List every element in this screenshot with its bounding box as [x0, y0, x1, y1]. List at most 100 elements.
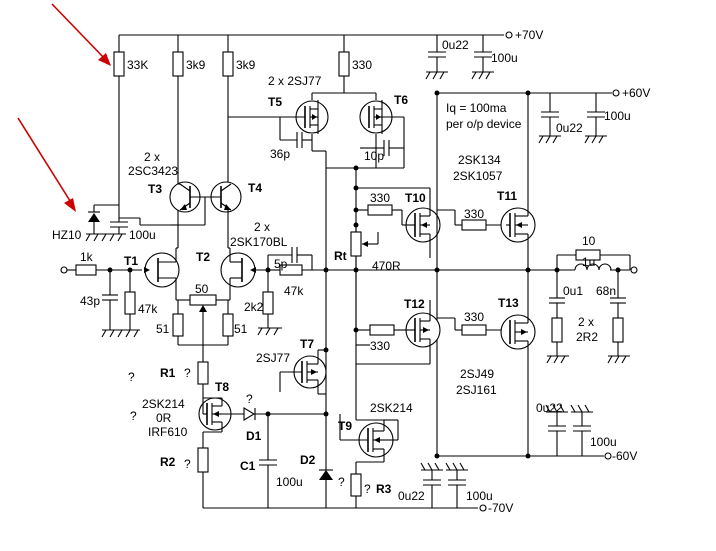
resistor-r3 — [350, 462, 362, 508]
resistor-51-b — [222, 300, 234, 345]
label-t8: T8 — [215, 380, 229, 394]
label-5p: 5p — [274, 257, 288, 271]
label-51-b: 51 — [234, 322, 248, 336]
label-minus-60: -60V — [612, 449, 637, 463]
zener-hz10 — [88, 204, 119, 234]
label-t1: T1 — [124, 254, 138, 268]
label-pot-50: 50 — [195, 282, 209, 296]
label-10-output: 10 — [582, 234, 596, 248]
label-t12-t13-part-2: 2SJ161 — [456, 383, 497, 397]
cap-68n-zobel — [607, 270, 630, 364]
cap-0u22-m70 — [420, 462, 443, 508]
label-t8-part-3: IRF610 — [148, 425, 188, 439]
label-330-t11: 330 — [464, 207, 484, 221]
label-330-t13: 330 — [464, 310, 484, 324]
pot-50 — [176, 294, 230, 345]
label-iq-2: per o/p device — [446, 117, 522, 131]
cap-100u-m60 — [570, 404, 593, 456]
resistor-r2 — [197, 432, 209, 508]
gnd-input — [101, 318, 140, 338]
label-zobel-1: 2 x — [578, 315, 594, 329]
label-r2-unknown: ? — [184, 457, 191, 471]
label-r2: R2 — [160, 455, 176, 469]
label-hz10: HZ10 — [52, 228, 82, 242]
label-r3: R3 — [376, 482, 392, 496]
label-1u: 1u — [582, 255, 595, 269]
mosfet-t10 — [356, 187, 441, 258]
label-47k-input: 47k — [138, 302, 158, 316]
annotation-arrow-top — [51, 3, 111, 66]
cap-c1 — [259, 414, 277, 508]
label-0u22-m60: 0u22 — [536, 401, 563, 415]
input-line — [60, 264, 142, 276]
label-t2: T2 — [196, 250, 210, 264]
label-t1-t2-part-2: 2SK170BL — [230, 235, 288, 249]
label-33k: 33K — [127, 58, 148, 72]
label-t8-unknown: ? — [130, 409, 137, 423]
gnd-zener — [85, 233, 126, 242]
pot-rt — [350, 225, 379, 330]
label-plus-70: +70V — [515, 28, 543, 42]
label-t10-t11-part-2: 2SK1057 — [453, 169, 503, 183]
label-d1-unknown: ? — [246, 392, 253, 406]
mosfet-t12 — [356, 300, 441, 365]
cap-36p — [280, 132, 312, 148]
label-36p: 36p — [270, 147, 290, 161]
resistor-r1 — [197, 361, 209, 398]
label-100u-m60: 100u — [590, 435, 617, 449]
resistor-51-a — [172, 300, 184, 345]
cap-0u22-60 — [538, 93, 561, 144]
label-t10-t11-part-1: 2SK134 — [458, 153, 501, 167]
label-51-a: 51 — [156, 322, 170, 336]
label-0u1: 0u1 — [563, 284, 583, 298]
label-1k: 1k — [80, 250, 94, 264]
rail-minus-60 — [437, 452, 612, 460]
label-0u22-top: 0u22 — [442, 38, 469, 52]
label-zobel-2: 2R2 — [576, 330, 598, 344]
label-3k9-a: 3k9 — [186, 58, 206, 72]
mosfet-t7 — [279, 349, 327, 395]
label-0u22-60: 0u22 — [556, 121, 583, 135]
label-c1: C1 — [240, 459, 256, 473]
label-t12-t13-part-1: 2SJ49 — [460, 367, 494, 381]
mosfet-t6 — [359, 100, 405, 168]
cap-100u-top — [471, 35, 494, 80]
label-t7: T7 — [300, 337, 314, 351]
mosfet-t13 — [437, 270, 536, 456]
inductor-1u — [557, 263, 612, 271]
label-t3-t4-part-2: 2SC3423 — [128, 164, 178, 178]
label-t13: T13 — [498, 296, 519, 310]
rail-minus-70 — [203, 504, 487, 512]
label-t3: T3 — [148, 182, 162, 196]
cap-100u-m70 — [445, 462, 468, 508]
label-t7-part: 2SJ77 — [256, 351, 290, 365]
label-c1-value: 100u — [276, 475, 303, 489]
label-330-t10: 330 — [370, 191, 390, 205]
cap-0u1-zobel — [546, 270, 569, 364]
mosfet-t9 — [339, 414, 399, 463]
cap-100u-60 — [584, 93, 607, 144]
label-100u-top: 100u — [491, 51, 518, 65]
feedback-line — [250, 264, 638, 276]
cap-10p — [360, 140, 404, 156]
label-47k-fb: 47k — [284, 284, 304, 298]
label-3k9-b: 3k9 — [236, 58, 256, 72]
label-d2-unknown: ? — [338, 475, 345, 489]
bjt-t3 — [169, 181, 201, 225]
mosfet-t11 — [437, 93, 536, 270]
annotation-arrow-left — [17, 117, 76, 212]
label-t11: T11 — [497, 189, 517, 203]
label-t6: T6 — [394, 93, 408, 107]
label-330-top: 330 — [352, 58, 372, 72]
label-t9: T9 — [338, 419, 352, 433]
label-470r: 470R — [372, 259, 401, 273]
label-d1: D1 — [246, 429, 262, 443]
resistor-47k-input — [124, 270, 136, 330]
resistor-330-top — [311, 35, 377, 100]
label-t3-t4-part-1: 2 x — [144, 150, 160, 164]
label-t5: T5 — [268, 95, 282, 109]
label-t4: T4 — [248, 181, 262, 195]
label-minus-70: -70V — [488, 501, 513, 515]
label-rt: Rt — [334, 249, 347, 263]
